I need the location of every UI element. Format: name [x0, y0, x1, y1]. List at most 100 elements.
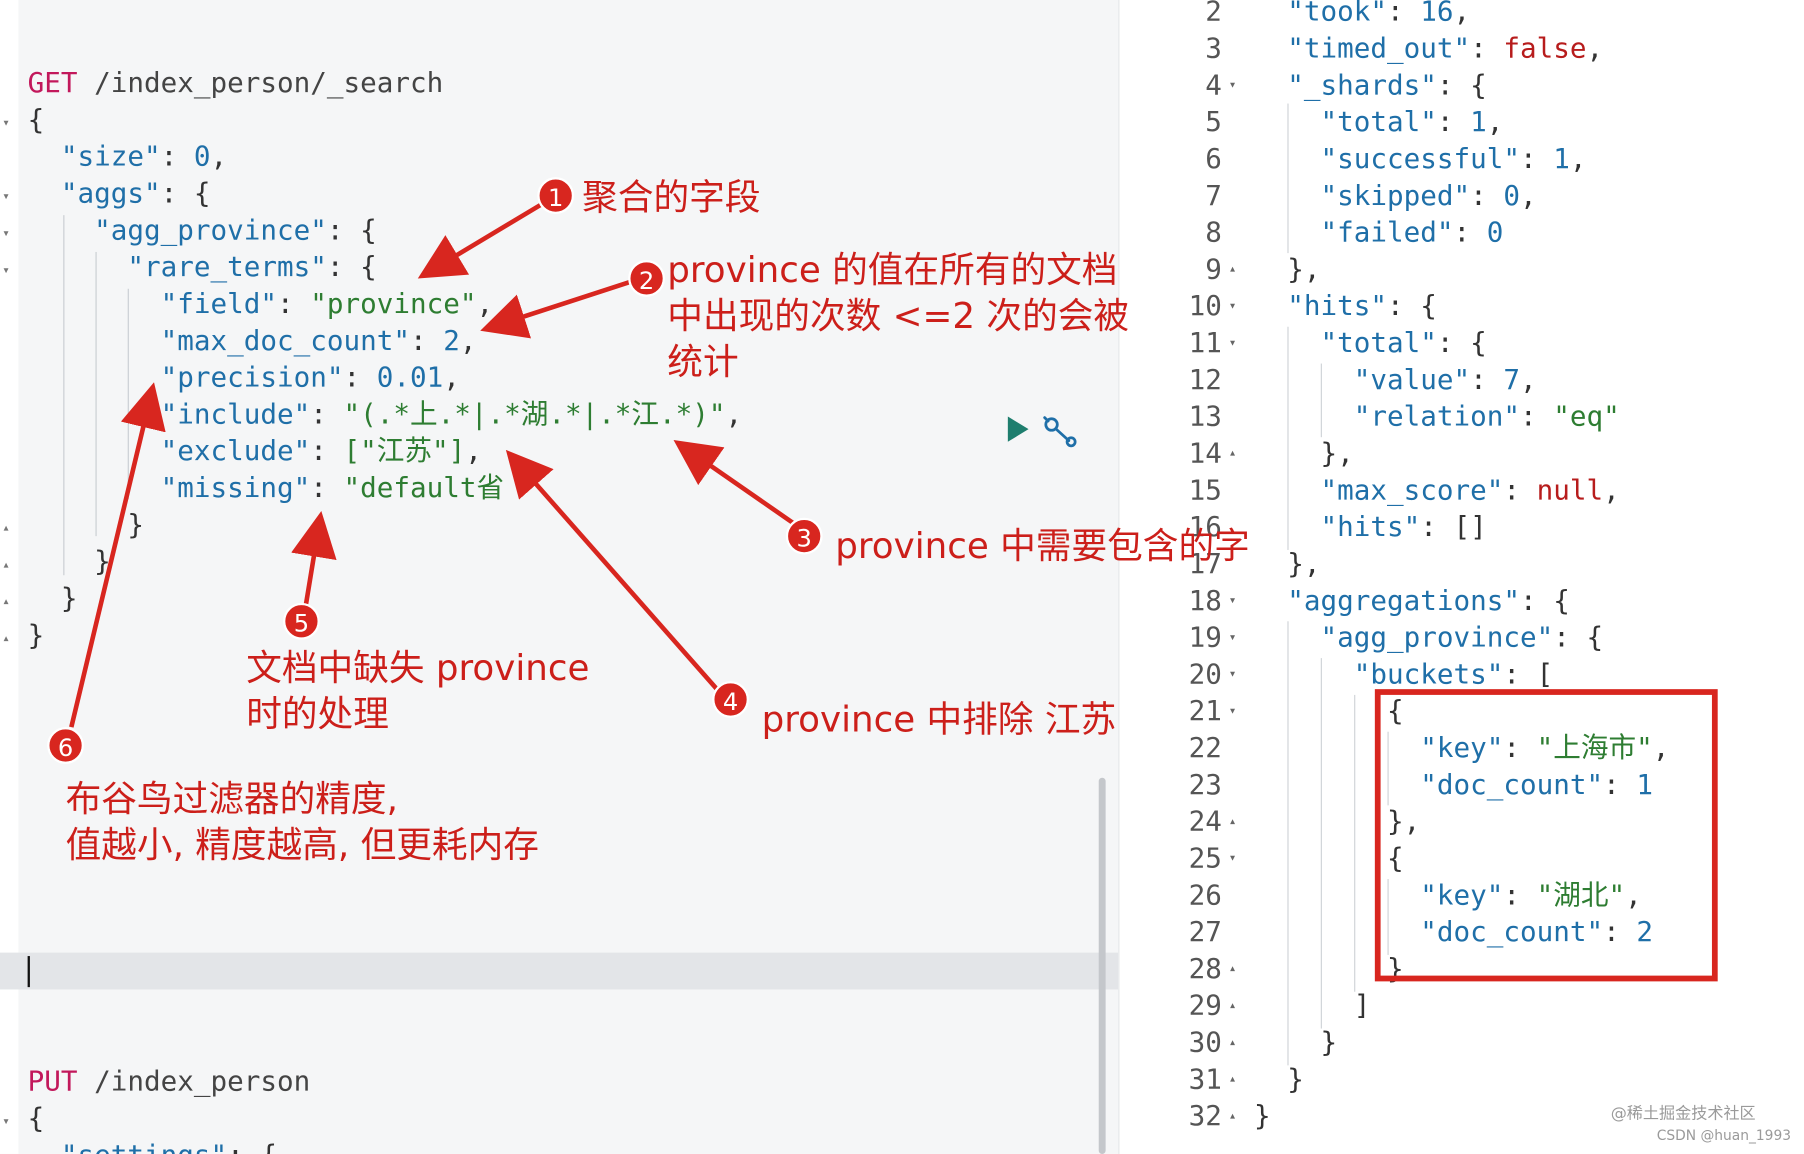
code-line[interactable]: { — [28, 1100, 45, 1137]
json-separator: : — [310, 434, 344, 468]
annotation-text: 布谷鸟过滤器的精度, 值越小, 精度越高, 但更耗内存 — [65, 778, 539, 867]
json-value: 7 — [1503, 363, 1521, 396]
indent-guide — [127, 288, 129, 500]
response-line: "key": "湖北", — [1420, 877, 1641, 914]
json-comma: , — [443, 361, 460, 394]
code-line[interactable]: } — [28, 617, 45, 654]
fold-toggle-icon[interactable]: ▴ — [1228, 813, 1237, 829]
code-line[interactable]: "size": 0, — [61, 138, 227, 175]
code-line[interactable]: } — [94, 543, 111, 580]
code-line[interactable]: } — [127, 506, 144, 543]
active-line-highlight — [0, 952, 1119, 990]
indent-guide — [95, 251, 97, 537]
json-value: "上海市" — [1536, 731, 1653, 764]
line-number: 31 — [1188, 1063, 1222, 1096]
json-separator: : — [227, 1139, 260, 1154]
code-line[interactable]: "agg_province": { — [94, 212, 377, 249]
code-line[interactable]: "settings": { — [61, 1137, 277, 1154]
json-value: 0 — [1486, 216, 1504, 249]
line-number: 12 — [1188, 363, 1222, 396]
json-separator: : — [310, 471, 344, 504]
line-number: 17 — [1188, 547, 1222, 580]
code-line[interactable]: "include": "(.*上.*|.*湖.*|.*江.*)", — [161, 396, 743, 433]
line-number: 21 — [1188, 694, 1222, 728]
line-number: 7 — [1205, 179, 1222, 212]
code-line[interactable]: } — [61, 580, 78, 617]
json-value: [ — [1536, 658, 1554, 691]
code-line[interactable]: "field": "province", — [161, 285, 494, 322]
fold-toggle-icon[interactable]: ▴ — [2, 593, 10, 609]
json-separator: : — [160, 140, 194, 173]
line-number: 6 — [1205, 142, 1222, 175]
response-line: { — [1387, 693, 1404, 730]
response-line: "value": 7, — [1354, 361, 1537, 398]
fold-toggle-icon[interactable]: ▾ — [1228, 592, 1237, 608]
fold-toggle-icon[interactable]: ▴ — [1228, 1107, 1237, 1123]
code-line[interactable]: "rare_terms": { — [127, 249, 376, 286]
fold-toggle-icon[interactable]: ▾ — [2, 188, 10, 204]
json-value: 16 — [1420, 0, 1454, 28]
response-line: }, — [1387, 803, 1420, 840]
request-line[interactable]: PUT /index_person — [28, 1063, 311, 1100]
code-line[interactable]: "precision": 0.01, — [161, 359, 460, 396]
json-key: "successful" — [1320, 142, 1521, 175]
json-bracket: { — [1387, 694, 1404, 728]
fold-toggle-icon[interactable]: ▴ — [1228, 960, 1237, 976]
request-path: /index_person/_search — [77, 66, 444, 99]
fold-toggle-icon[interactable]: ▴ — [1228, 445, 1237, 461]
response-line: "total": { — [1321, 324, 1487, 361]
request-line[interactable]: GET /index_person/_search — [28, 64, 444, 101]
fold-toggle-icon[interactable]: ▾ — [1228, 334, 1237, 350]
json-key: "missing" — [160, 471, 311, 504]
editor-scrollbar[interactable] — [1098, 777, 1106, 1154]
response-line: } — [1287, 1061, 1304, 1098]
code-line[interactable]: "max_doc_count": 2, — [161, 322, 477, 359]
json-value: { — [260, 1139, 277, 1154]
code-line[interactable]: "missing": "default省 — [161, 469, 504, 506]
play-icon[interactable] — [1007, 416, 1029, 442]
pane-resizer[interactable] — [1118, 0, 1149, 1154]
wrench-icon[interactable] — [1041, 414, 1080, 449]
json-comma: , — [476, 287, 494, 320]
response-line: "timed_out": false, — [1287, 30, 1603, 67]
fold-toggle-icon[interactable]: ▴ — [2, 520, 10, 535]
fold-toggle-icon[interactable]: ▴ — [1228, 997, 1237, 1013]
fold-toggle-icon[interactable]: ▾ — [1228, 297, 1237, 313]
json-key: "size" — [60, 140, 161, 173]
response-line: "successful": 1, — [1321, 140, 1587, 177]
response-line: } — [1321, 1024, 1338, 1061]
indent-guide — [1287, 103, 1289, 254]
fold-toggle-icon[interactable]: ▾ — [2, 1113, 10, 1129]
line-number: 19 — [1188, 621, 1222, 654]
fold-toggle-icon[interactable]: ▴ — [2, 630, 10, 646]
fold-toggle-icon[interactable]: ▾ — [1228, 702, 1237, 718]
fold-toggle-icon[interactable]: ▾ — [1228, 629, 1237, 645]
fold-toggle-icon[interactable]: ▾ — [1228, 77, 1237, 93]
fold-toggle-icon[interactable]: ▴ — [1228, 261, 1237, 277]
fold-toggle-icon[interactable]: ▴ — [1228, 1071, 1237, 1087]
code-line[interactable]: "exclude": ["江苏"], — [161, 433, 482, 470]
json-comma: , — [1486, 105, 1504, 139]
fold-toggle-icon[interactable]: ▾ — [2, 225, 10, 241]
fold-toggle-icon[interactable]: ▾ — [2, 262, 10, 278]
line-number: 10 — [1188, 289, 1222, 323]
code-line[interactable]: { — [28, 101, 45, 138]
response-line: "hits": [] — [1321, 509, 1487, 546]
json-comma: , — [1453, 0, 1471, 28]
fold-toggle-icon[interactable]: ▾ — [2, 115, 10, 131]
json-separator: : — [160, 177, 194, 210]
json-comma: , — [1520, 179, 1537, 212]
json-bracket: }, — [1287, 253, 1321, 286]
annotation-badge: 6 — [47, 727, 84, 764]
response-line: "doc_count": 1 — [1420, 766, 1653, 803]
json-value: { — [1420, 289, 1437, 323]
request-editor[interactable]: GET /index_person/_search{"size": 0,"agg… — [0, 0, 1119, 1154]
fold-toggle-icon[interactable]: ▾ — [1228, 666, 1237, 682]
code-line[interactable]: "aggs": { — [61, 175, 211, 212]
fold-toggle-icon[interactable]: ▾ — [1228, 850, 1237, 866]
json-bracket: } — [27, 618, 45, 652]
fold-toggle-icon[interactable]: ▴ — [1228, 1034, 1237, 1050]
fold-toggle-icon[interactable]: ▴ — [2, 556, 10, 572]
json-separator: : — [1470, 179, 1504, 212]
json-separator: : — [310, 398, 344, 431]
